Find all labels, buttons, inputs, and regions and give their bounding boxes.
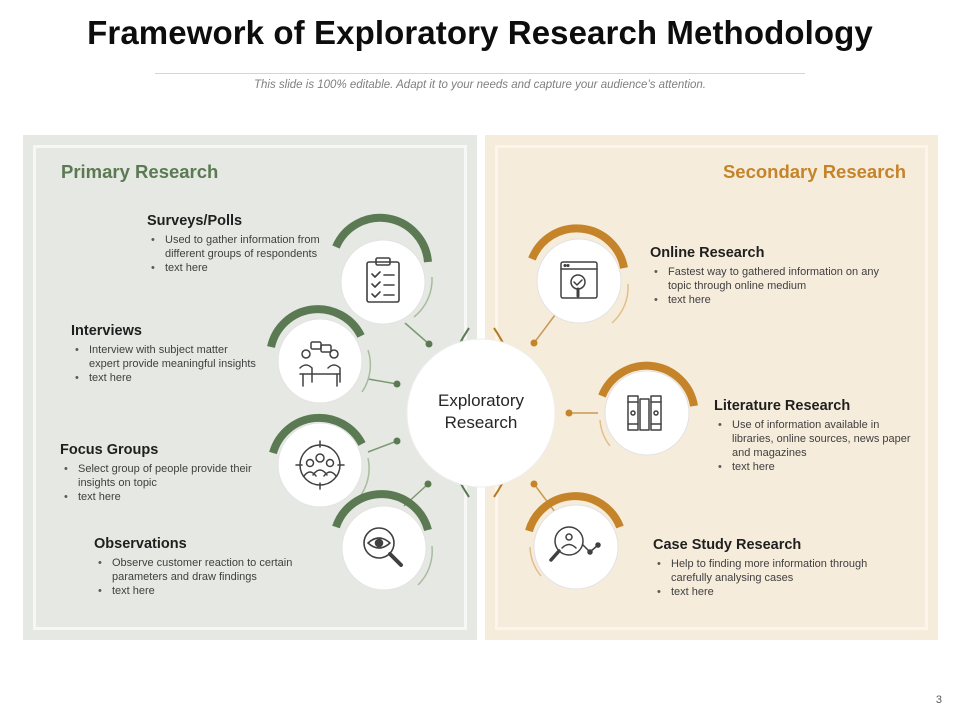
- center-circle: [406, 338, 556, 488]
- focus-group-icon: [295, 440, 345, 490]
- secondary-node-1: [530, 339, 538, 347]
- observations-icon-node: [332, 490, 433, 591]
- focus-groups-item: Focus Groups Select group of people prov…: [60, 442, 255, 504]
- case-study-icon-node: [525, 492, 624, 590]
- slide-subtitle: This slide is 100% editable. Adapt it to…: [254, 79, 706, 91]
- literature-research-icon-node: [598, 361, 698, 456]
- literature-research-item: Literature Research Use of information a…: [714, 398, 914, 474]
- secondary-node-3: [530, 480, 538, 488]
- title-divider: [155, 73, 805, 74]
- interviews-item: Interviews Interview with subject matter…: [71, 323, 256, 385]
- secondary-node-2: [565, 409, 573, 417]
- interviews-icon-node: [267, 305, 372, 404]
- primary-node-2: [393, 380, 401, 388]
- primary-node-4: [424, 480, 432, 488]
- online-research-icon-node: [528, 224, 629, 324]
- primary-node-1: [425, 340, 433, 348]
- slide-title: Framework of Exploratory Research Method…: [87, 14, 873, 51]
- eye-magnifier-icon: [363, 527, 403, 567]
- case-study-research-item: Case Study Research Help to finding more…: [653, 537, 873, 599]
- online-research-item: Online Research Fastest way to gathered …: [650, 245, 880, 307]
- observations-item: Observations Observe customer reaction t…: [94, 536, 324, 598]
- primary-research-heading: Primary Research: [61, 161, 219, 182]
- focus-groups-icon-node: [269, 413, 370, 508]
- primary-node-3: [393, 437, 401, 445]
- center-label: Exploratory Research: [438, 391, 524, 432]
- analysis-magnifier-icon: [549, 526, 601, 562]
- surveys-polls-item: Surveys/Polls Used to gather information…: [147, 213, 347, 275]
- page-number: 3: [935, 694, 942, 706]
- clipboard-checklist-icon: [366, 257, 400, 303]
- browser-search-icon: [560, 261, 598, 299]
- interview-icon: [299, 341, 341, 387]
- surveys-icon-node: [332, 213, 433, 325]
- books-icon: [627, 395, 662, 431]
- secondary-research-heading: Secondary Research: [722, 161, 906, 182]
